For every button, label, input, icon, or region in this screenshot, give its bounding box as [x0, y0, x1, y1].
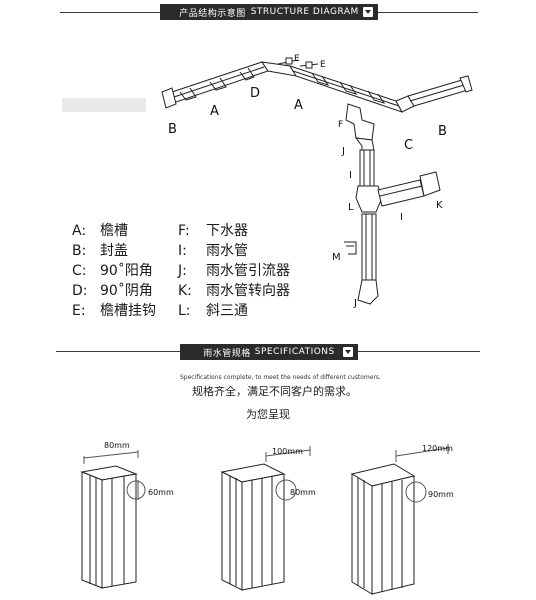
label-c: C: [404, 138, 414, 153]
gutter-left-lip: [167, 66, 265, 100]
pipe2-width: 100mm: [272, 447, 303, 456]
label-i-top: I: [349, 170, 352, 181]
legend-text: 檐槽: [100, 223, 128, 239]
legend-text: 90˚阴角: [100, 283, 153, 299]
label-e-2: E: [320, 60, 326, 70]
label-f: F: [338, 120, 344, 130]
legend-text: 下水器: [206, 223, 248, 239]
structure-diagram-header: 产品结构示意图 STRUCTURE DIAGRAM: [160, 4, 378, 20]
legend-key: K:: [178, 283, 192, 299]
pipe3-width: 120mm: [422, 444, 453, 453]
label-a-left: A: [210, 104, 219, 119]
label-e-1: E: [294, 54, 300, 64]
pipe1-depth: 60mm: [148, 488, 174, 497]
legend-item-k: K: 雨水管转向器: [178, 280, 290, 300]
legend-text: 90˚阳角: [100, 263, 153, 279]
pipe-bracket: [344, 241, 357, 255]
structure-title-en: STRUCTURE DIAGRAM: [250, 7, 359, 17]
legend-item-d: D: 90˚阴角: [72, 280, 153, 300]
chevron-down-icon: [363, 7, 373, 17]
legend-item-j: J: 雨水管引流器: [178, 260, 290, 280]
specs-note-en: Specifications complete, to meet the nee…: [180, 374, 381, 381]
pipe-120x90: [350, 444, 449, 595]
legend-key: L:: [178, 303, 191, 319]
downpipe-shoe-bottom: [357, 279, 379, 305]
legend-text: 雨水管引流器: [206, 263, 290, 279]
chevron-down-icon: [343, 347, 353, 357]
legend-key: B:: [72, 243, 87, 259]
legend-text: 雨水管转向器: [206, 283, 290, 299]
legend-item-c: C: 90˚阳角: [72, 260, 153, 280]
pipe2-depth: 80mm: [290, 488, 316, 497]
pipe-100x80: [220, 446, 311, 591]
specs-note-cn: 规格齐全，满足不同客户的需求。: [192, 385, 357, 398]
legend-key: F:: [178, 223, 190, 239]
legend-key: E:: [72, 303, 86, 319]
end-cap-right: [459, 75, 473, 93]
label-i-right: I: [400, 212, 403, 223]
legend-key: I:: [178, 243, 187, 259]
legend-key: J:: [178, 263, 187, 279]
end-cap-left: [161, 87, 177, 109]
legend-text: 斜三通: [206, 303, 248, 319]
legend-text: 雨水管: [206, 243, 248, 259]
label-a-center: A: [294, 98, 303, 113]
legend-item-a: A: 檐槽: [72, 220, 128, 240]
legend-item-l: L: 斜三通: [178, 300, 248, 320]
pipe3-depth: 90mm: [428, 490, 454, 499]
specs-title-en: SPECIFICATIONS: [254, 347, 335, 357]
specs-title-cn: 雨水管规格: [203, 348, 251, 359]
downpipe-shoe-side: [419, 171, 441, 197]
legend-item-e: E: 檐槽挂钩: [72, 300, 156, 320]
pipe-80x60: [80, 450, 146, 589]
specifications-header: 雨水管规格 SPECIFICATIONS: [180, 344, 358, 360]
legend-text: 檐槽挂钩: [100, 303, 156, 319]
label-j-bottom: J: [354, 298, 357, 309]
present-caption: 为您呈现: [246, 408, 290, 421]
label-b-right: B: [438, 124, 447, 139]
legend-key: D:: [72, 283, 88, 299]
label-d: D: [250, 86, 261, 101]
gray-placeholder-block: [62, 98, 146, 112]
label-b-left: B: [168, 122, 177, 137]
label-j-top: J: [342, 146, 345, 157]
branch-tee: [355, 185, 383, 213]
label-l: L: [348, 202, 354, 213]
legend-key: A:: [72, 223, 87, 239]
legend-text: 封盖: [100, 243, 128, 259]
structure-title-cn: 产品结构示意图: [179, 8, 246, 19]
label-m: M: [332, 252, 341, 263]
legend-key: C:: [72, 263, 87, 279]
legend-item-i: I: 雨水管: [178, 240, 248, 260]
pipe1-width: 80mm: [104, 441, 130, 450]
legend-item-f: F: 下水器: [178, 220, 248, 240]
label-k: K: [436, 200, 443, 211]
legend-item-b: B: 封盖: [72, 240, 128, 260]
